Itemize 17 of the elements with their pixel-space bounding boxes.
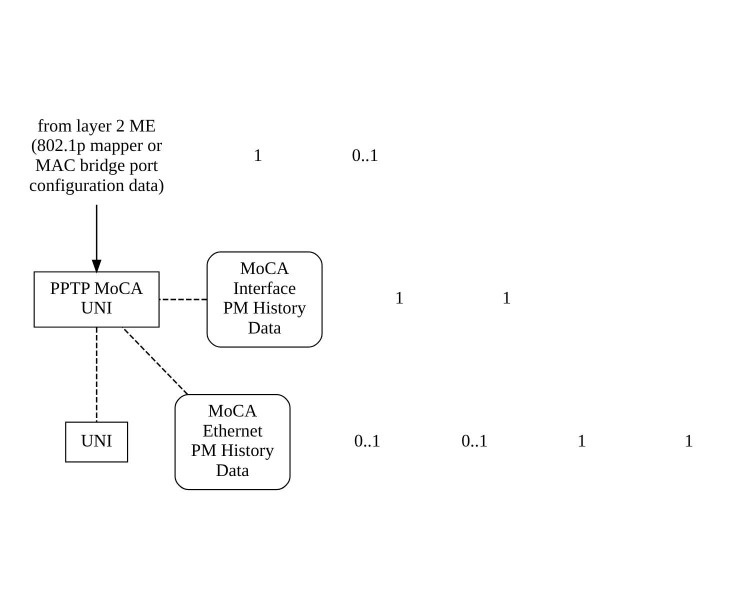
node-box: UNI (65, 422, 128, 462)
connector (96, 327, 98, 422)
label: 0..1 (352, 145, 378, 166)
node-box: PPTP MoCA UNI (34, 271, 160, 328)
connector (159, 298, 207, 300)
label: 1 (684, 430, 694, 450)
label: 0..1 (461, 430, 488, 450)
arrow (92, 204, 102, 274)
node-box: MoCA Interface PM History Data (206, 251, 323, 348)
node-text: from layer 2 ME (802.1p mapper or MAC bridge port configuration data) (29, 115, 164, 195)
label: 1 (577, 430, 586, 450)
connector (122, 326, 188, 395)
label: 1 (502, 288, 512, 308)
label: 1 (395, 288, 404, 308)
node-box: MoCA Ethernet PM History Data (174, 394, 291, 490)
label: 1 (254, 145, 262, 166)
label: 0..1 (354, 430, 381, 450)
